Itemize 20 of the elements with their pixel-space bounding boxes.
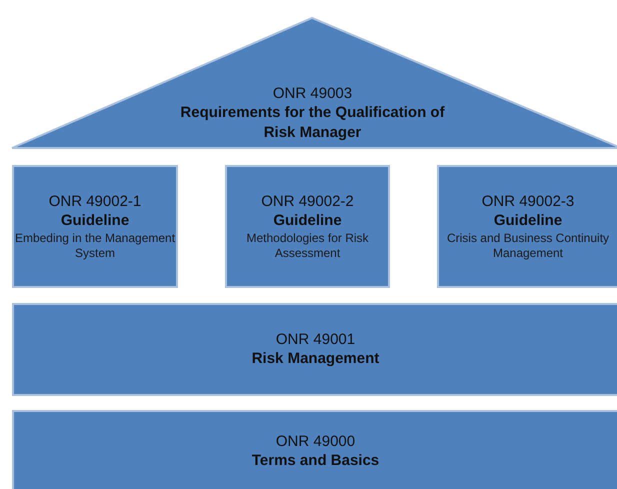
standard-title: Guideline [273,211,342,231]
standard-number: ONR 49003 [272,84,352,103]
pillar-box [437,165,617,288]
standard-title: Requirements for the Qualification of Risk Manager [179,103,446,143]
standard-title: Risk Management [252,349,380,369]
standard-description: Embeding in the Management System [14,231,176,261]
standard-number: ONR 49002-3 [482,192,574,211]
standard-description: Methodologies for Risk Assessment [245,231,370,261]
foundation-band [12,410,617,489]
pillar-box [12,165,178,288]
standard-title: Guideline [60,211,130,231]
standard-description: Crisis and Business Continuity Management [446,231,610,261]
pillar-box [225,165,390,288]
standard-number: ONR 49001 [276,330,356,349]
standard-number: ONR 49002-1 [48,192,142,211]
standard-number: ONR 49002-2 [261,192,354,211]
standard-number: ONR 49000 [276,432,356,450]
foundation-band [12,303,617,396]
standard-title: Guideline [494,211,562,231]
standard-title: Terms and Basics [252,450,380,470]
